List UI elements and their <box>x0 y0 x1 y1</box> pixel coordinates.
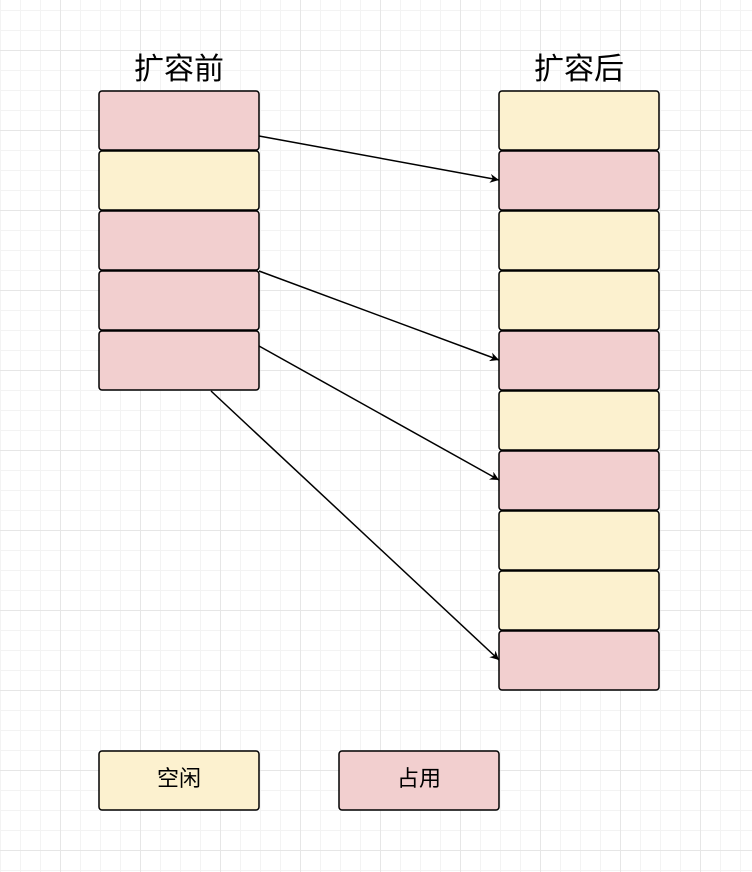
after-slot-free <box>498 570 660 631</box>
relocation-arrow <box>258 345 500 481</box>
legend-free-swatch <box>98 750 260 811</box>
after-slot-used <box>498 630 660 691</box>
after-slots <box>498 90 660 691</box>
after-slot-free <box>498 390 660 451</box>
after-slot-free <box>498 90 660 151</box>
legend-used-label: 占用 <box>397 767 441 792</box>
before-title: 扩容前 <box>134 52 224 87</box>
after-slot-free <box>498 270 660 331</box>
relocation-arrow <box>258 135 500 183</box>
legend-free-label: 空闲 <box>157 767 201 792</box>
after-slot-free <box>498 510 660 571</box>
before-slot-used <box>98 210 260 271</box>
after-title: 扩容后 <box>534 52 624 87</box>
before-slot-free <box>98 150 260 211</box>
relocation-arrow <box>210 390 500 661</box>
after-slot-used <box>498 330 660 391</box>
relocation-arrows <box>210 135 500 661</box>
legend-used-swatch <box>338 750 500 811</box>
legend: 空闲 占用 <box>98 750 500 811</box>
before-slot-used <box>98 270 260 331</box>
before-slot-used <box>98 90 260 151</box>
before-slots <box>98 90 260 391</box>
relocation-arrow <box>258 270 500 362</box>
after-slot-used <box>498 150 660 211</box>
after-slot-free <box>498 210 660 271</box>
before-slot-used <box>98 330 260 391</box>
after-slot-used <box>498 450 660 511</box>
